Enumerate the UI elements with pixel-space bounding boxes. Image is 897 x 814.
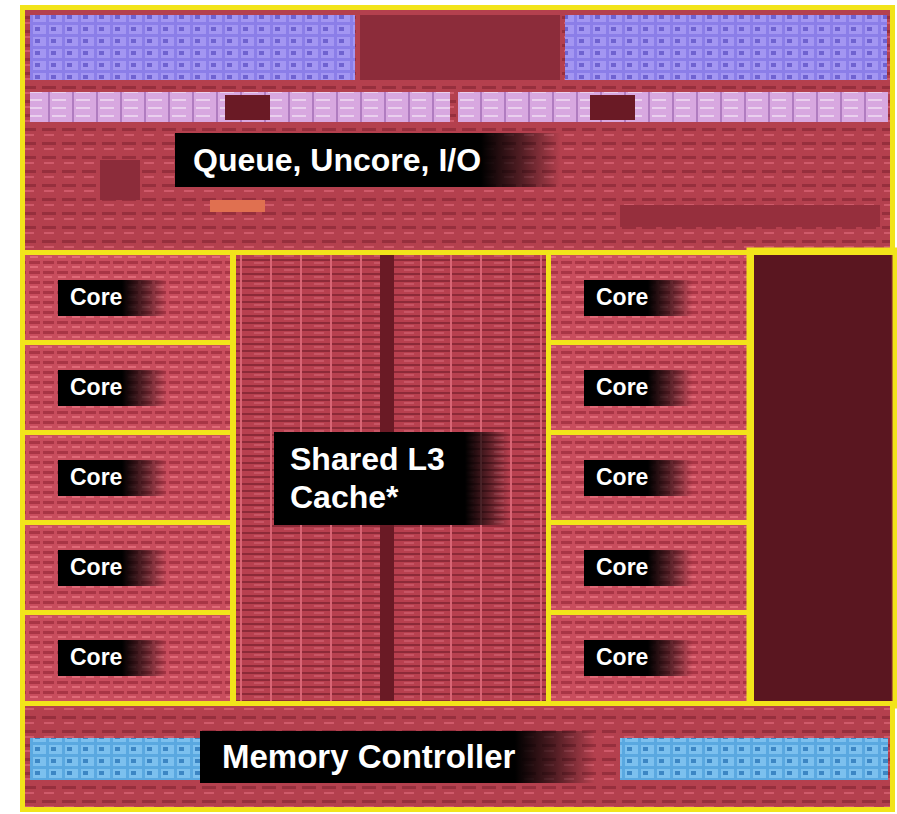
region-label: Core (584, 550, 693, 586)
core-region: Core (20, 340, 235, 435)
region-label: Core (58, 550, 167, 586)
region-name: Shared L3 Cache* (290, 441, 445, 515)
region-name: Core (70, 464, 122, 490)
region-name: Core (596, 284, 648, 310)
region-name: Memory Controller (222, 738, 515, 775)
region-name: Core (596, 374, 648, 400)
core-region: Core (20, 250, 235, 345)
region-name: Core (70, 554, 122, 580)
region-label: Core (584, 370, 693, 406)
region-name: Core (70, 284, 122, 310)
region-label: Memory Controller (200, 731, 595, 783)
region-label: Core (584, 640, 693, 676)
core-region: Core (20, 520, 235, 615)
region-name: Core (70, 644, 122, 670)
region-label: Queue, Uncore, I/O (175, 133, 561, 187)
region-name: Core (70, 374, 122, 400)
core-region: Core (546, 250, 754, 345)
core-region: Core (546, 610, 754, 706)
core-region: Core (546, 340, 754, 435)
core-region: Core (546, 430, 754, 525)
region-name: Core (596, 644, 648, 670)
core-region: Core (546, 520, 754, 615)
region-name: Queue, Uncore, I/O (193, 142, 481, 178)
uncore-region: Queue, Uncore, I/O (20, 5, 895, 255)
region-label: Shared L3 Cache* (274, 432, 510, 525)
region-name: Core (596, 554, 648, 580)
core-region: Core (20, 610, 235, 706)
core-region: Core (20, 430, 235, 525)
region-label: Core (58, 370, 167, 406)
region-label: Core (58, 280, 167, 316)
memory-controller-region: Memory Controller (20, 701, 895, 812)
region-label: Core (584, 460, 693, 496)
region-label: Core (58, 460, 167, 496)
region-label: Core (58, 640, 167, 676)
region-label: Core (584, 280, 693, 316)
region-name: Core (596, 464, 648, 490)
l3-cache-region: Shared L3 Cache* (231, 250, 551, 706)
